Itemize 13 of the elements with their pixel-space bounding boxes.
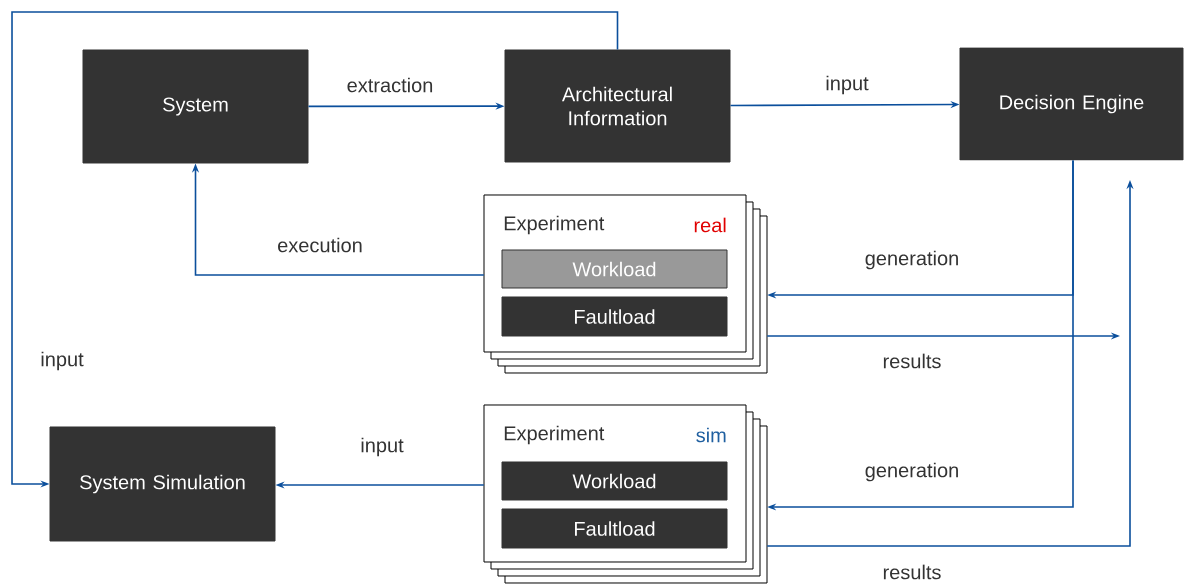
edge-label: generation [863,249,961,271]
edge-label: extraction [345,76,435,94]
process-box: Architectural Information [504,49,731,163]
edge-label: generation [863,461,961,483]
process-box: Decision Engine [959,47,1184,161]
edge-label: input [824,74,870,96]
process-box: System [82,49,309,164]
edge-label: input [359,436,405,458]
process-box: System Simulation [49,426,276,542]
edge-label: input [39,350,85,372]
edge-label: results [881,352,943,370]
edge-label: execution [276,236,364,254]
edge-label: results [881,563,943,581]
